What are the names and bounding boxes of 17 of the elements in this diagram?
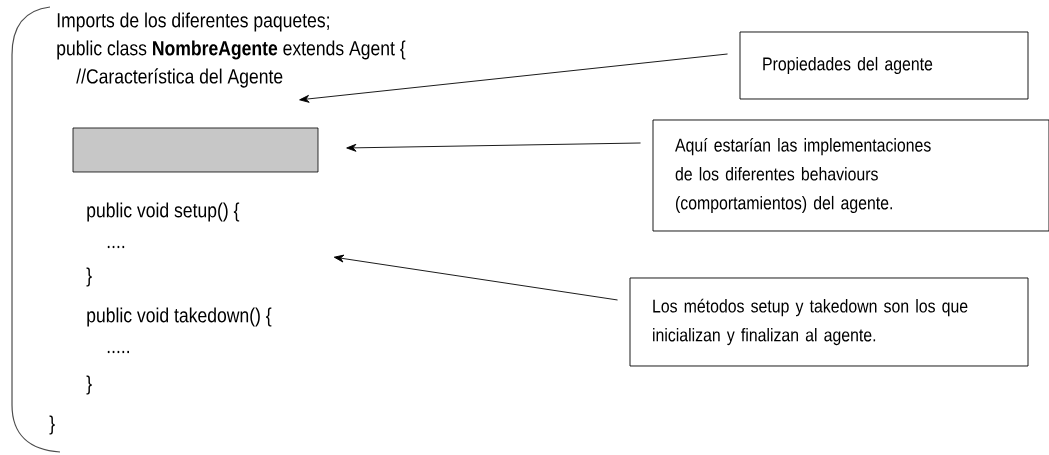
code-line: public class NombreAgente extends Agent { [57,40,406,60]
arrow [346,142,641,152]
code-line: } [49,415,55,435]
code-line: public void setup() { [87,202,240,222]
callout-box: Los métodos setup y takedown son los que inicializan y finalizan al agente. [629,277,1029,367]
code-line: } [86,267,92,287]
code-line: Imports de los diferentes paquetes; [57,12,329,32]
ellipsis: .... [107,245,125,249]
placeholder-box [72,127,319,173]
code-line: public void takedown() { [87,307,272,327]
code-line: } [86,375,92,395]
callout-box: Propiedades del agente [739,31,1029,100]
code-comment: //Característica del Agente [76,68,283,88]
ellipsis: ..... [107,350,129,354]
callout-box: Aquí estarían las implementaciones de los diferentes behaviours (comportamientos) del agente. [652,119,1049,232]
arrow [333,254,618,301]
arrow [299,53,728,103]
